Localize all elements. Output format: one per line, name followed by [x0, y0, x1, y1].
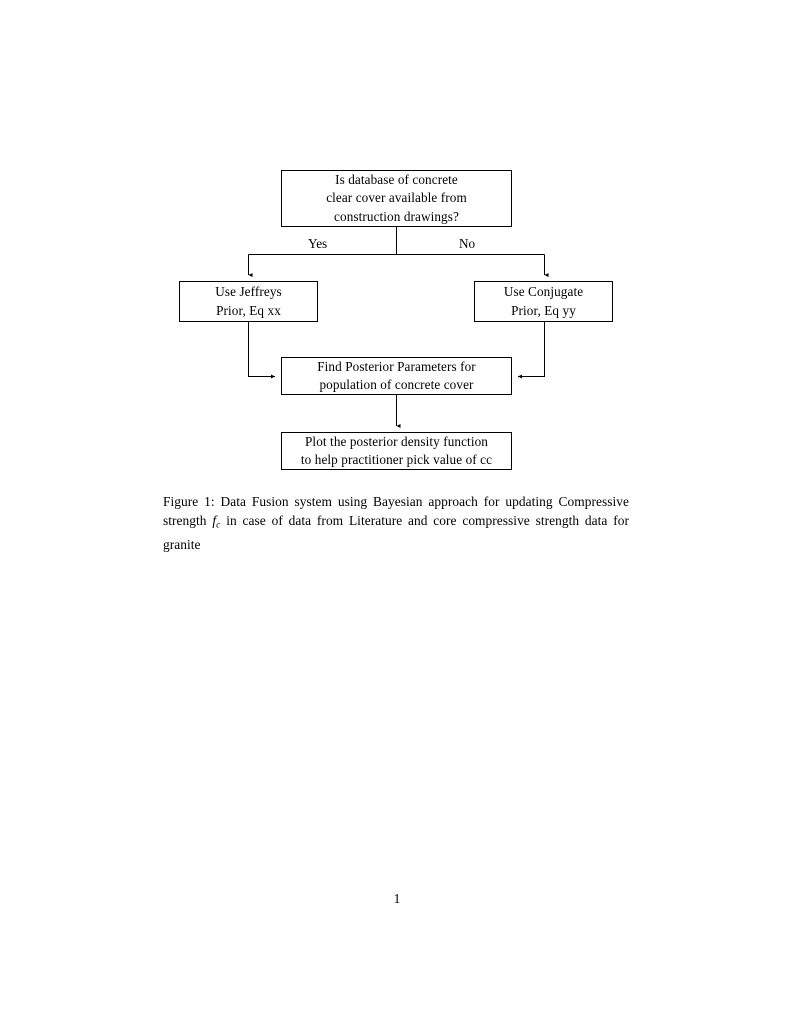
page-number: 1 — [393, 891, 401, 906]
process-node-conjugate-prior[interactable]: Use Conjugate Prior, Eq yy — [474, 281, 613, 322]
decision-node-database-available[interactable]: Is database of concrete clear cover avai… — [281, 170, 512, 227]
edge-label-no: No — [457, 236, 478, 251]
process-node-find-posterior-parameters[interactable]: Find Posterior Parameters for population… — [281, 357, 512, 395]
node-text-line: Prior, Eq xx — [216, 302, 281, 318]
edge-label-yes: Yes — [306, 236, 330, 251]
caption-text-before: Data Fusion system using Bayesian approa… — [163, 494, 629, 529]
process-node-jeffreys-prior[interactable]: Use Jeffreys Prior, Eq xx — [179, 281, 318, 322]
node-text-line: clear cover available from — [326, 190, 467, 206]
math-base: f — [212, 513, 217, 529]
caption-text-after: in case of data from Literature and core… — [163, 513, 629, 553]
node-text-line: Use Conjugate — [503, 284, 584, 299]
node-text-line: to help practitioner pick value of cc — [300, 452, 493, 467]
connector-conjugate-to-posterior — [518, 322, 545, 379]
process-node-plot-posterior-density[interactable]: Plot the posterior density function to h… — [281, 432, 512, 470]
node-text-line: Plot the posterior density function — [305, 433, 488, 449]
connector-jeffreys-to-posterior — [248, 322, 275, 379]
caption-label: Figure 1: — [163, 494, 215, 509]
node-text-line: population of concrete cover — [319, 377, 474, 392]
node-text-line: Find Posterior Parameters for — [317, 358, 476, 374]
math-subscript: c — [216, 519, 221, 531]
node-text-line: Use Jeffreys — [215, 284, 282, 299]
caption-math-symbol: fc — [212, 513, 221, 531]
flowchart-connectors — [248, 227, 549, 428]
node-text-line: construction drawings? — [334, 208, 459, 224]
figure-caption: Figure 1: Data Fusion system using Bayes… — [163, 492, 629, 554]
node-text-line: Prior, Eq yy — [511, 302, 576, 318]
figure-flowchart: Is database of concrete clear cover avai… — [0, 0, 794, 490]
node-text-line: Is database of concrete — [335, 171, 458, 187]
